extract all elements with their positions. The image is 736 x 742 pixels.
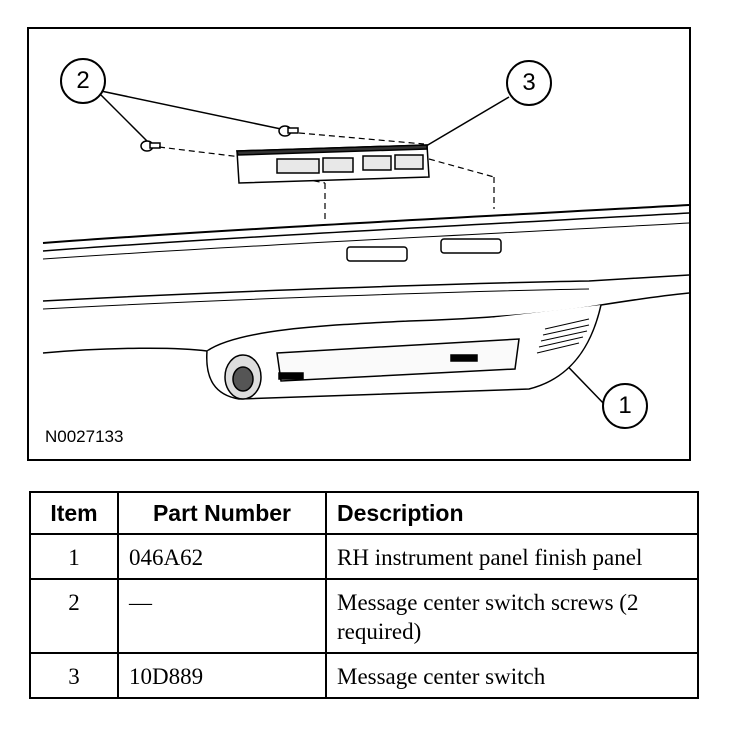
table-header-row: Item Part Number Description: [29, 491, 699, 535]
leader-2-to-left-screw: [100, 94, 148, 142]
item-cell: 1: [29, 533, 119, 580]
callout-2: 2: [60, 58, 106, 104]
part-number-cell: —: [117, 578, 327, 654]
leader-3-to-switch: [420, 96, 510, 150]
parts-table: Item Part Number Description 1 046A62 RH…: [29, 491, 699, 699]
table-row: 1 046A62 RH instrument panel finish pane…: [29, 533, 699, 580]
callout-1: 1: [602, 383, 648, 429]
item-cell: 2: [29, 578, 119, 654]
description-cell: Message center switch screws (2 required…: [325, 578, 699, 654]
table-row: 3 10D889 Message center switch: [29, 652, 699, 699]
header-part-number: Part Number: [117, 491, 327, 535]
part-number-cell: 10D889: [117, 652, 327, 699]
exploded-view-illustration: 2 3 1 N0027133: [27, 27, 691, 461]
description-cell: RH instrument panel finish panel: [325, 533, 699, 580]
callout-3: 3: [506, 60, 552, 106]
item-cell: 3: [29, 652, 119, 699]
screw-icon: [140, 125, 299, 152]
description-cell: Message center switch: [325, 652, 699, 699]
table-row: 2 — Message center switch screws (2 requ…: [29, 578, 699, 654]
figure-id: N0027133: [45, 427, 124, 446]
header-item: Item: [29, 491, 119, 535]
panel-line-drawing: [42, 90, 689, 408]
rh-finish-panel: [42, 292, 689, 400]
message-center-switch: [236, 144, 430, 184]
header-description: Description: [325, 491, 699, 535]
part-number-cell: 046A62: [117, 533, 327, 580]
leader-2-to-right-screw: [100, 90, 282, 130]
